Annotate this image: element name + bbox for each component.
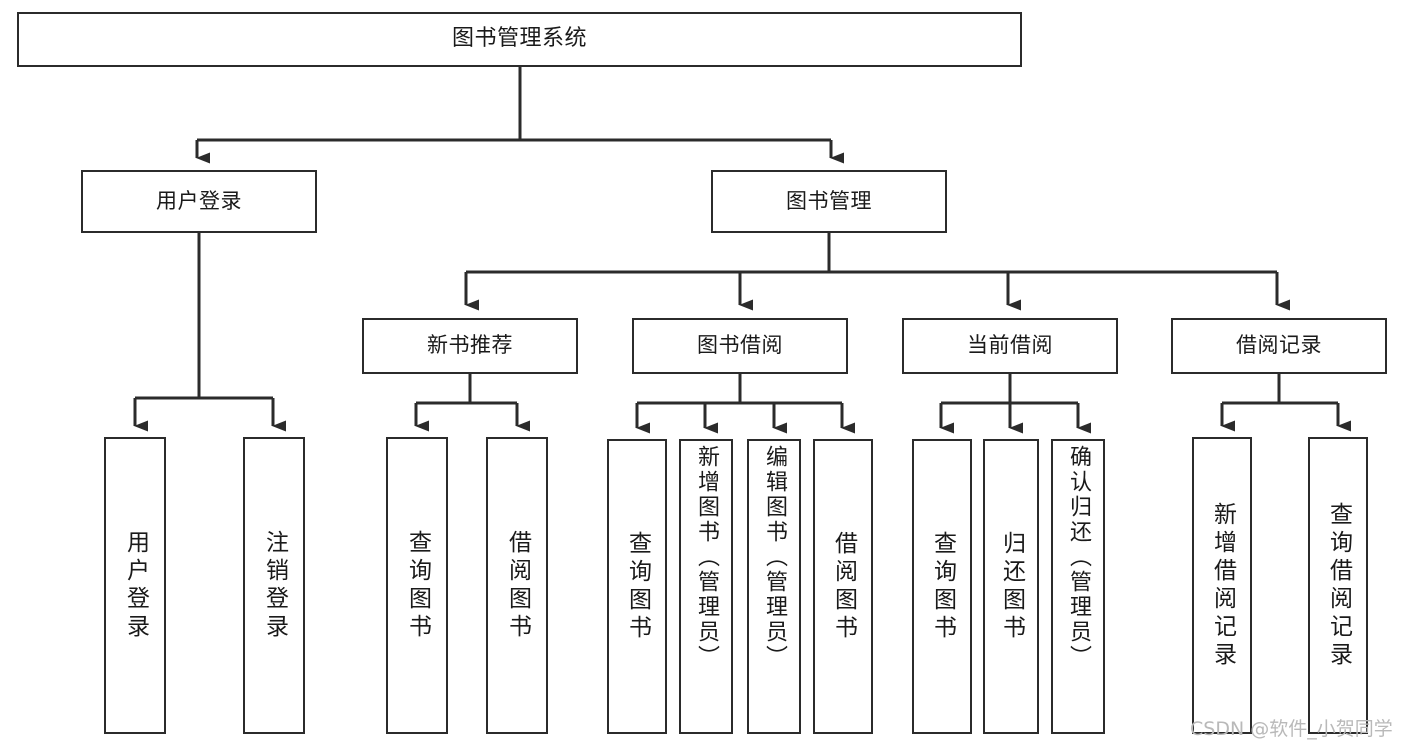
leaf-query-book-borrow[interactable]: 查询图书 <box>607 439 667 734</box>
node-label: 确认归还（管理员） <box>1066 445 1091 670</box>
node-label: 查询图书 <box>624 530 651 643</box>
node-label: 归还图书 <box>998 530 1025 643</box>
leaf-add-book[interactable]: 新增图书（管理员） <box>679 439 733 734</box>
node-label: 借阅图书 <box>830 530 857 643</box>
node-label: 图书管理系统 <box>451 26 587 52</box>
leaf-borrow-book[interactable]: 借阅图书 <box>813 439 873 734</box>
csdn-watermark: CSDN @软件_小贺同学 <box>1190 718 1393 740</box>
node-label: 新增图书（管理员） <box>694 445 719 670</box>
node-label: 查询图书 <box>929 530 956 643</box>
node-user-login[interactable]: 用户登录 <box>81 170 317 233</box>
node-label: 查询图书 <box>404 529 431 642</box>
node-new-book-recommend[interactable]: 新书推荐 <box>362 318 578 374</box>
node-label: 用户登录 <box>122 529 149 642</box>
leaf-user-login[interactable]: 用户登录 <box>104 437 166 734</box>
node-label: 图书管理 <box>786 188 872 213</box>
node-current-borrow[interactable]: 当前借阅 <box>902 318 1118 374</box>
node-label: 借阅图书 <box>504 529 531 642</box>
leaf-query-borrow-record[interactable]: 查询借阅记录 <box>1308 437 1368 734</box>
leaf-borrow-book-recommend[interactable]: 借阅图书 <box>486 437 548 734</box>
node-label: 图书借阅 <box>697 333 783 358</box>
leaf-query-book-current[interactable]: 查询图书 <box>912 439 972 734</box>
leaf-add-borrow-record[interactable]: 新增借阅记录 <box>1192 437 1252 734</box>
node-borrow-record[interactable]: 借阅记录 <box>1171 318 1387 374</box>
node-label: 新书推荐 <box>427 333 513 358</box>
node-label: 用户登录 <box>156 188 242 213</box>
node-label: 当前借阅 <box>967 333 1053 358</box>
leaf-return-book[interactable]: 归还图书 <box>983 439 1039 734</box>
leaf-query-book-recommend[interactable]: 查询图书 <box>386 437 448 734</box>
leaf-edit-book[interactable]: 编辑图书（管理员） <box>747 439 801 734</box>
node-book-management[interactable]: 图书管理 <box>711 170 947 233</box>
leaf-user-logout[interactable]: 注销登录 <box>243 437 305 734</box>
node-root-system[interactable]: 图书管理系统 <box>17 12 1022 67</box>
node-label: 借阅记录 <box>1236 333 1322 358</box>
node-book-borrow[interactable]: 图书借阅 <box>632 318 848 374</box>
node-label: 新增借阅记录 <box>1209 501 1236 670</box>
node-label: 查询借阅记录 <box>1325 501 1352 670</box>
leaf-confirm-return[interactable]: 确认归还（管理员） <box>1051 439 1105 734</box>
node-label: 编辑图书（管理员） <box>762 445 787 670</box>
node-label: 注销登录 <box>261 529 288 642</box>
